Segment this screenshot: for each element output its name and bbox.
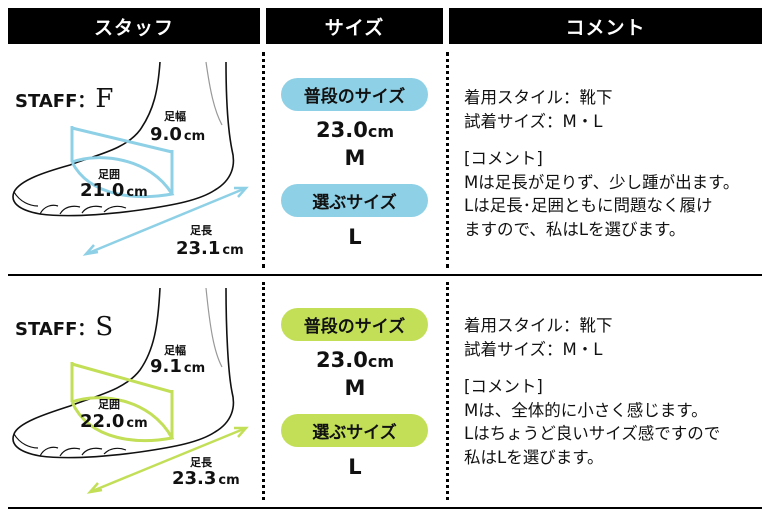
row-divider [8, 274, 762, 276]
girth-label: 足囲 [98, 398, 120, 411]
staff-letter: F [95, 84, 114, 114]
staff-name: STAFF：F [15, 84, 114, 114]
girth-label: 足囲 [98, 168, 120, 181]
staff-letter: S [95, 312, 114, 342]
foot-length-arrow [89, 426, 247, 494]
column-divider-3 [262, 282, 265, 500]
column-divider-2 [446, 52, 449, 268]
wear-style: 着用スタイル：靴下 [464, 316, 613, 335]
column-divider-1 [262, 52, 265, 268]
comment-line: Mは、全体的に小さく感じます。 [464, 400, 708, 420]
usual-size-letter: M [344, 376, 366, 400]
foot-girth-marker [70, 156, 175, 199]
length-label: 足長 [190, 456, 212, 469]
header-size: サイズ [266, 8, 443, 44]
length-label: 足長 [190, 224, 212, 237]
header-comment: コメント [449, 8, 762, 44]
comment-title: [コメント] [464, 377, 543, 396]
foot-length-arrow [85, 186, 247, 256]
comment-line: Lはちょうど良いサイズ感ですので [464, 424, 721, 443]
comment-line: 私はLを選びます。 [464, 447, 604, 467]
column-divider-4 [446, 282, 449, 500]
usual-size-badge: 普段のサイズ [281, 308, 428, 341]
tried-sizes: 試着サイズ：M・L [464, 339, 603, 359]
comment-line: Lは足長･足囲ともに問題なく履け [464, 196, 713, 215]
foot-illustration [12, 287, 249, 494]
foot-girth-marker [70, 396, 175, 443]
comment-line: Mは足長が足りず、少し踵が出ます。 [464, 172, 740, 192]
chosen-size-badge: 選ぶサイズ [281, 184, 428, 217]
chosen-size-badge: 選ぶサイズ [281, 414, 428, 447]
foot-width-marker [70, 126, 174, 194]
tried-sizes: 試着サイズ：M・L [464, 111, 603, 131]
chosen-size-value: L [348, 225, 362, 249]
comment-block: 着用スタイル：靴下 試着サイズ：M・L [コメント] Mは、全体的に小さく感じま… [464, 314, 720, 469]
chosen-size-value: L [348, 455, 362, 479]
usual-size-value: 23.0cm [316, 118, 394, 142]
foot-width-marker [70, 362, 174, 438]
header-staff: スタッフ [8, 8, 260, 44]
table-bottom-line [8, 507, 762, 509]
staff-name: STAFF：S [15, 312, 114, 342]
wear-style: 着用スタイル：靴下 [464, 88, 613, 107]
usual-size-value: 23.0cm [316, 348, 394, 372]
width-label: 足幅 [164, 110, 186, 123]
comment-block: 着用スタイル：靴下 試着サイズ：M・L [コメント] Mは足長が足りず、少し踵が… [464, 86, 739, 241]
comment-line: ますので、私はLを選びます。 [464, 219, 686, 239]
comment-title: [コメント] [464, 149, 543, 168]
foot-illustration [12, 61, 249, 256]
width-label: 足幅 [164, 344, 186, 357]
usual-size-letter: M [344, 146, 366, 170]
usual-size-badge: 普段のサイズ [281, 78, 428, 111]
